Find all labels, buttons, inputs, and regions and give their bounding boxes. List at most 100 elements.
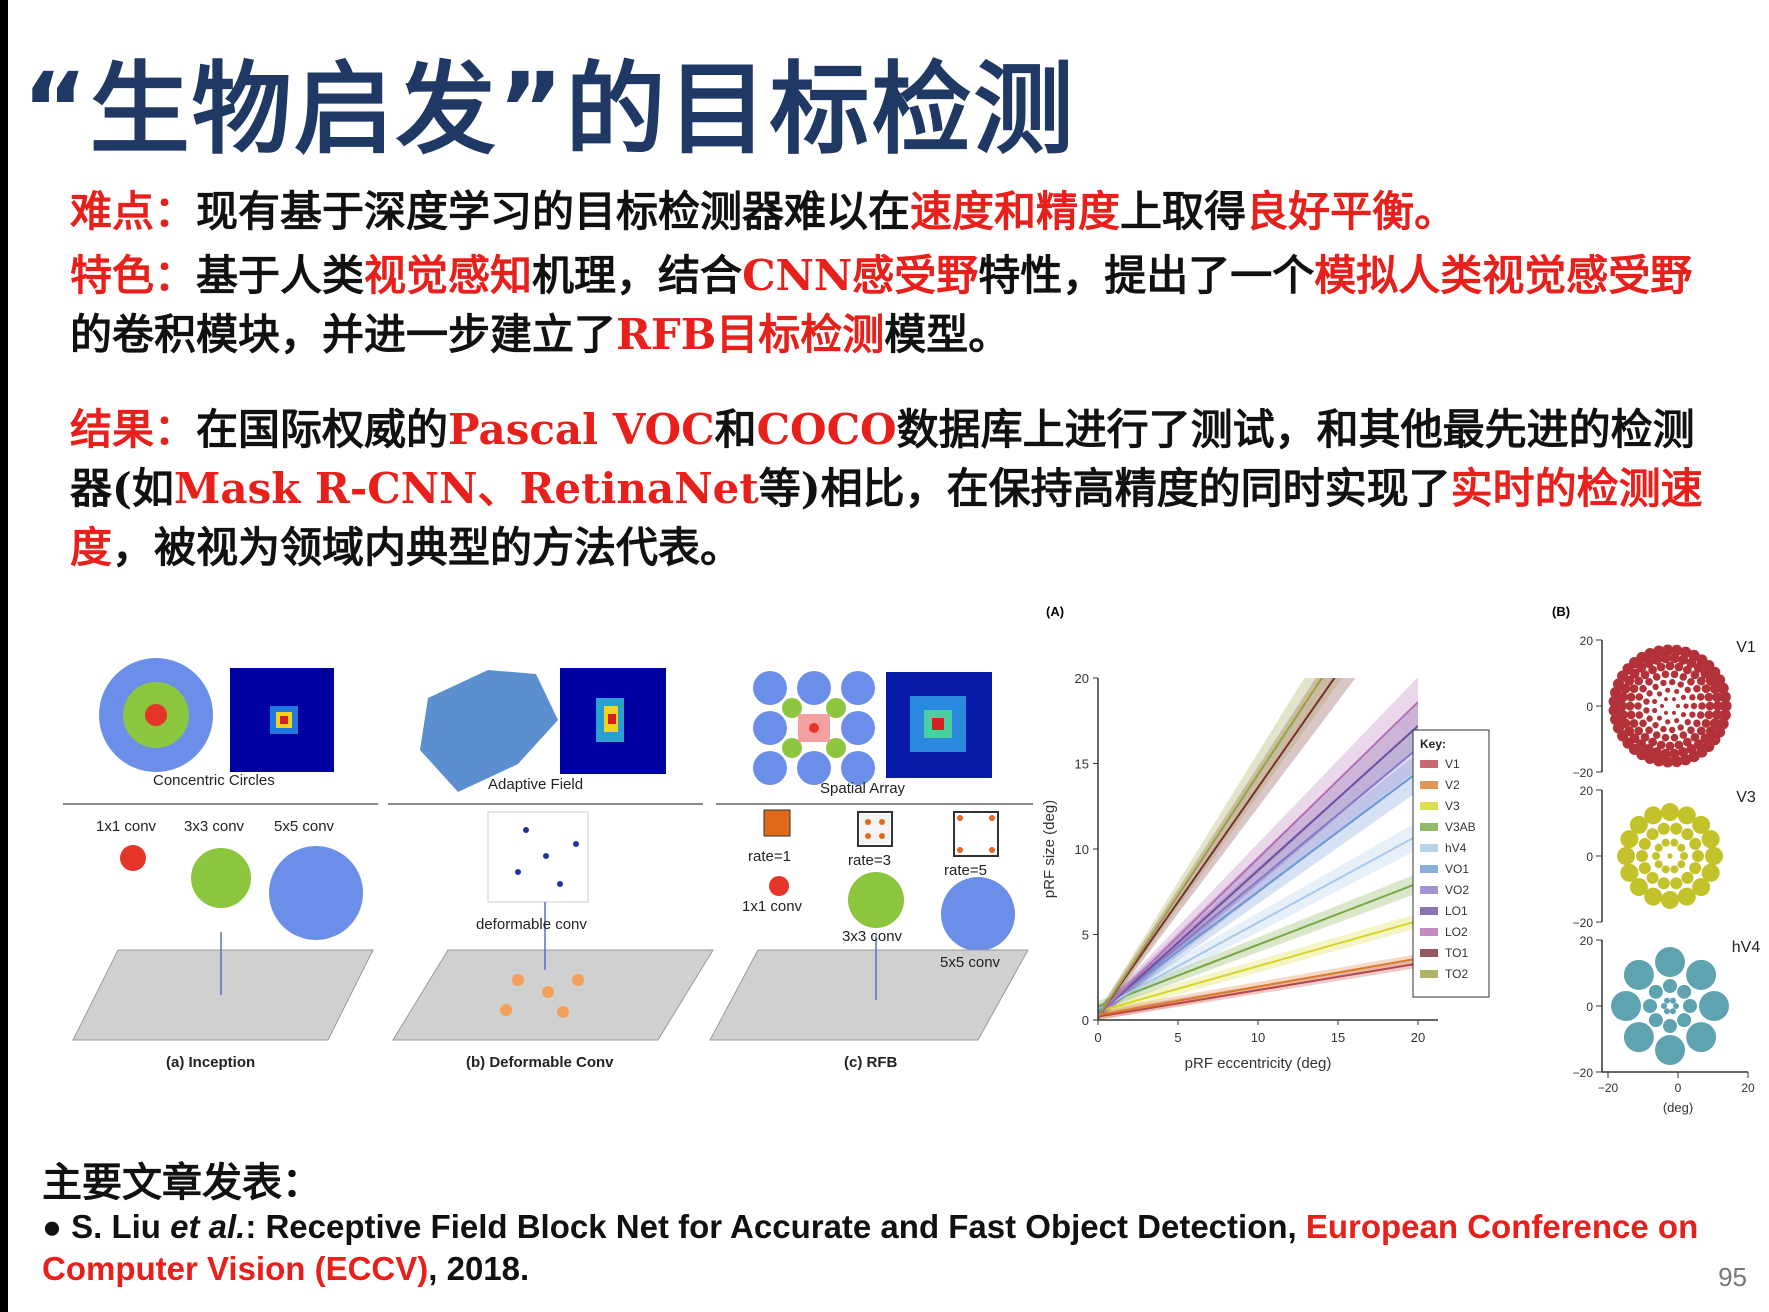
series-line-VO1 [1098,771,1418,1013]
legend-entry: TO1 [1445,946,1468,960]
x-tick-label: 0 [1094,1030,1101,1045]
legend-entry: hV4 [1445,841,1467,855]
caption-deformable: (b) Deformable Conv [466,1054,614,1071]
slide: “生物启发”的目标检测 难点：现有基于深度学习的目标检测器难以在速度和精度上取得… [8,0,1769,1312]
x-tick-label: 10 [1251,1030,1265,1045]
pub-author: S. Liu [71,1208,171,1245]
text-run: 上取得 [1120,187,1247,236]
x-axis-label: (deg) [1663,1100,1693,1115]
legend-swatch [1420,886,1438,894]
rf-cluster-V1 [1608,644,1732,768]
legend-swatch [1420,970,1438,978]
deformable-conv-label: deformable conv [476,916,587,933]
concentric-circles-label: Concentric Circles [153,772,275,789]
text-run: 现有基于深度学习的目标检测器难以在 [196,187,911,236]
series-band [1098,913,1418,1017]
inception-panel [63,658,378,1041]
publications-heading: 主要文章发表： [42,1159,322,1206]
y-tick-label: −20 [1573,766,1594,780]
series-line-V2 [1098,957,1418,1016]
y-tick-label: −20 [1573,1066,1594,1080]
caption-rfb: (c) RFB [844,1054,898,1071]
input-image-plane [709,949,1029,1041]
rate-label: rate=3 [848,852,891,869]
rate-label: rate=5 [944,862,987,879]
highlight-run: 模拟人类视觉感受野 [1314,251,1693,300]
series-line-TO1 [1098,678,1336,1018]
rfb-figure [63,658,1033,1041]
y-tick-label: 5 [1082,928,1089,943]
series-line-VO2 [1098,747,1418,1014]
series-band [1098,873,1418,1012]
page-title: “生物启发”的目标检测 [22,51,1076,168]
legend-swatch [1420,844,1438,852]
difficulty-paragraph: 难点：现有基于深度学习的目标检测器难以在速度和精度上取得良好平衡。 [70,182,1730,241]
conv-label: 3x3 conv [184,818,245,835]
subplot-label-hV4: hV4 [1732,939,1761,956]
legend-swatch [1420,802,1438,810]
y-tick-label: 15 [1075,757,1089,772]
concentric-inner [145,704,167,726]
publication-entry: ● S. Liu et al.: Receptive Field Block N… [42,1206,1762,1290]
text-run: 等)相比，在保持高精度的同时实现了 [758,464,1451,513]
y-tick-label: 20 [1075,671,1089,686]
deformable-panel [388,668,714,1041]
highlight-run: RFB目标检测 [616,310,885,359]
bullet: ● [42,1208,62,1245]
conv-label: 1x1 conv [96,818,157,835]
panel-label-b: (B) [1552,604,1570,619]
legend-entry: V2 [1445,778,1460,792]
x-tick-label: −20 [1598,1081,1619,1095]
y-axis-label: pRF size (deg) [1041,800,1058,898]
rate-label: rate=1 [748,848,791,865]
text-run: 的卷积模块，并进一步建立了 [70,310,617,359]
highlight-run: Pascal VOC [448,405,715,454]
legend-swatch [1420,949,1438,957]
y-tick-label: 0 [1586,700,1593,714]
page-number: 95 [1718,1262,1747,1292]
highlight-run: CNN感受野 [742,251,979,300]
rfb-panel [709,671,1033,1041]
pub-etal: et al. [170,1208,246,1245]
legend-entry: V3 [1445,799,1460,813]
highlight-run: Mask R-CNN、RetinaNet [173,464,759,513]
conv-5x5-dot [269,846,363,940]
result-label: 结果： [70,405,197,454]
pub-year: , 2018. [428,1250,530,1287]
legend-entry: TO2 [1445,967,1468,981]
legend-swatch [1420,865,1438,873]
text-run: 基于人类 [196,251,365,300]
series-line-hV4 [1098,834,1418,1011]
caption-inception: (a) Inception [166,1054,256,1071]
panel-label-a: (A) [1046,604,1064,619]
y-tick-label: 20 [1580,934,1594,948]
series-line-LO2 [1098,701,1418,1016]
adaptive-shape [420,670,558,792]
conv-3x3-dot [848,872,904,928]
conv-label: 5x5 conv [274,818,335,835]
x-axis-label: pRF eccentricity (deg) [1185,1055,1332,1072]
highlight-run: 良好平衡。 [1246,187,1457,236]
pub-title: : Receptive Field Block Net for Accurate… [245,1208,1306,1245]
rf-cluster-V3 [1617,803,1723,909]
x-tick-label: 5 [1174,1030,1181,1045]
x-tick-label: 15 [1331,1030,1345,1045]
text-run: ，被视为领域内典型的方法代表。 [112,523,743,572]
x-tick-label: 20 [1411,1030,1425,1045]
series-band [1098,678,1418,1020]
text-run: 和 [714,405,757,454]
legend-entry: LO1 [1445,904,1468,918]
text-run: 机理，结合 [532,251,743,300]
conv-1x1-dot [120,845,146,871]
series-line-V1 [1098,962,1418,1018]
legend-swatch [1420,928,1438,936]
series-band [1098,726,1418,1019]
spatial-array-label: Spatial Array [820,780,906,797]
highlight-run: 实时的检测速度 [70,464,1703,572]
y-tick-label: 0 [1586,850,1593,864]
legend-swatch [1420,823,1438,831]
series-line-TO2 [1098,678,1324,1018]
conv-label: 5x5 conv [940,954,1001,971]
